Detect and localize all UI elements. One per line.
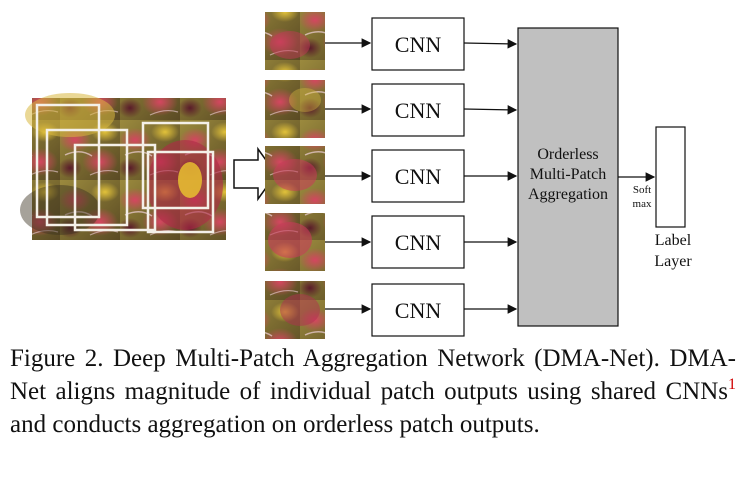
patch-frame-4 <box>141 121 210 210</box>
aggregation-block <box>517 27 619 327</box>
patch-frame-5 <box>146 150 215 234</box>
patch-frames <box>35 103 215 234</box>
figure-caption: Figure 2. Deep Multi-Patch Aggregation N… <box>10 342 736 441</box>
cnn-label-1: CNN <box>395 32 442 57</box>
arrow-cnn-agg-2 <box>463 105 518 115</box>
patch-frame-1 <box>35 103 101 219</box>
footnote-marker[interactable]: 1 <box>728 376 736 393</box>
cnn-label-3: CNN <box>395 164 442 189</box>
patch-thumbnail-2 <box>265 80 325 138</box>
softmax-label-line-1: Soft <box>633 184 651 196</box>
cnn-box-3 <box>371 149 465 203</box>
cnn-box-1 <box>371 17 465 71</box>
aggregation-label-line-1: Orderless <box>537 146 598 163</box>
cnn-box-2 <box>371 83 465 137</box>
cnn-boxes <box>371 17 465 337</box>
cnn-box-5 <box>371 283 465 337</box>
dma-net-diagram: CNN CNN CNN CNN CNN Orderless Multi-Patc… <box>20 12 692 339</box>
caption-text-1: Figure 2. Deep Multi-Patch Aggregation N… <box>10 345 736 405</box>
patch-frame-3 <box>73 143 157 232</box>
cnn-label-5: CNN <box>395 298 442 323</box>
cnn-label-4: CNN <box>395 230 442 255</box>
patch-frame-2 <box>45 128 129 227</box>
label-layer-line-1: Label <box>655 232 692 249</box>
aggregation-label-line-2: Multi-Patch <box>530 166 606 183</box>
label-layer-box <box>655 126 686 228</box>
aggregation-label-line-3: Aggregation <box>528 186 608 203</box>
label-layer-line-2: Layer <box>654 253 692 270</box>
cnn-box-4 <box>371 215 465 269</box>
softmax-label-line-2: max <box>633 198 652 210</box>
patch-thumbnails <box>265 12 325 339</box>
arrow-cnn-agg-1 <box>463 39 518 49</box>
caption-text-2: and conducts aggregation on orderless pa… <box>10 411 540 438</box>
cnn-label-2: CNN <box>395 98 442 123</box>
